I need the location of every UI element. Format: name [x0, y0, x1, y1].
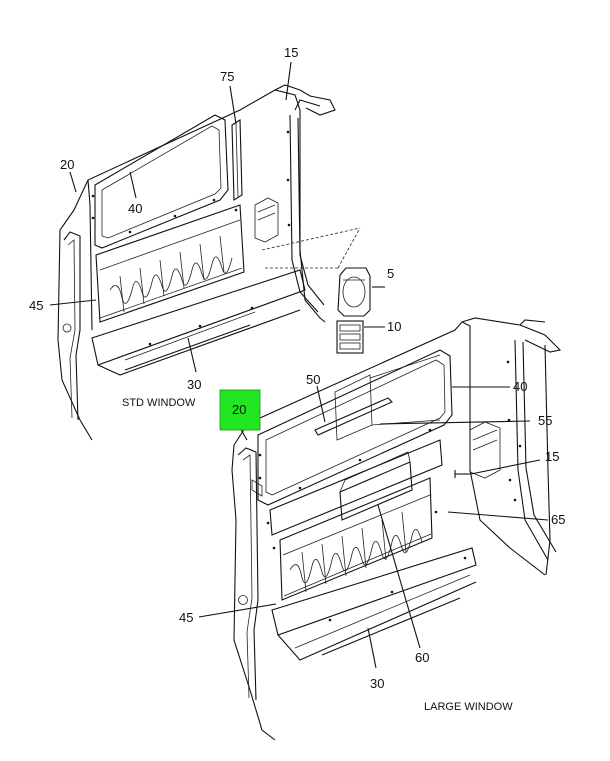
large-window-caption: LARGE WINDOW: [424, 701, 513, 713]
std-window-panel-assembly: [57, 84, 336, 441]
callout-large-30[interactable]: 30: [370, 676, 384, 691]
callout-part-5[interactable]: 5: [387, 266, 394, 281]
callout-std-15[interactable]: 15: [284, 45, 298, 60]
callout-large-65[interactable]: 65: [551, 512, 565, 527]
callout-std-30[interactable]: 30: [187, 377, 201, 392]
callout-std-45[interactable]: 45: [29, 298, 43, 313]
part-10-grille: [336, 320, 364, 354]
callout-large-40[interactable]: 40: [513, 379, 527, 394]
large-window-panel-assembly: [231, 317, 562, 741]
callout-large-50[interactable]: 50: [306, 372, 320, 387]
callout-large-20[interactable]: 20: [232, 402, 246, 417]
callout-large-55[interactable]: 55: [538, 413, 552, 428]
std-window-caption: STD WINDOW: [122, 397, 196, 409]
callout-numbers: 15 75 20 40 45 30 5 10 20 50 40 55 15 65…: [29, 45, 565, 691]
callout-large-45[interactable]: 45: [179, 610, 193, 625]
callout-large-60[interactable]: 60: [415, 650, 429, 665]
callout-std-75[interactable]: 75: [220, 69, 234, 84]
large-rivets: [258, 360, 522, 622]
callout-part-10[interactable]: 10: [387, 319, 401, 334]
std-rivets: [91, 130, 291, 346]
callout-std-20[interactable]: 20: [60, 157, 74, 172]
callout-large-15[interactable]: 15: [545, 449, 559, 464]
highlighted-callout-box[interactable]: [219, 389, 261, 431]
part-5-cover: [337, 267, 371, 317]
callout-std-40[interactable]: 40: [128, 201, 142, 216]
leader-lines: [49, 61, 549, 669]
